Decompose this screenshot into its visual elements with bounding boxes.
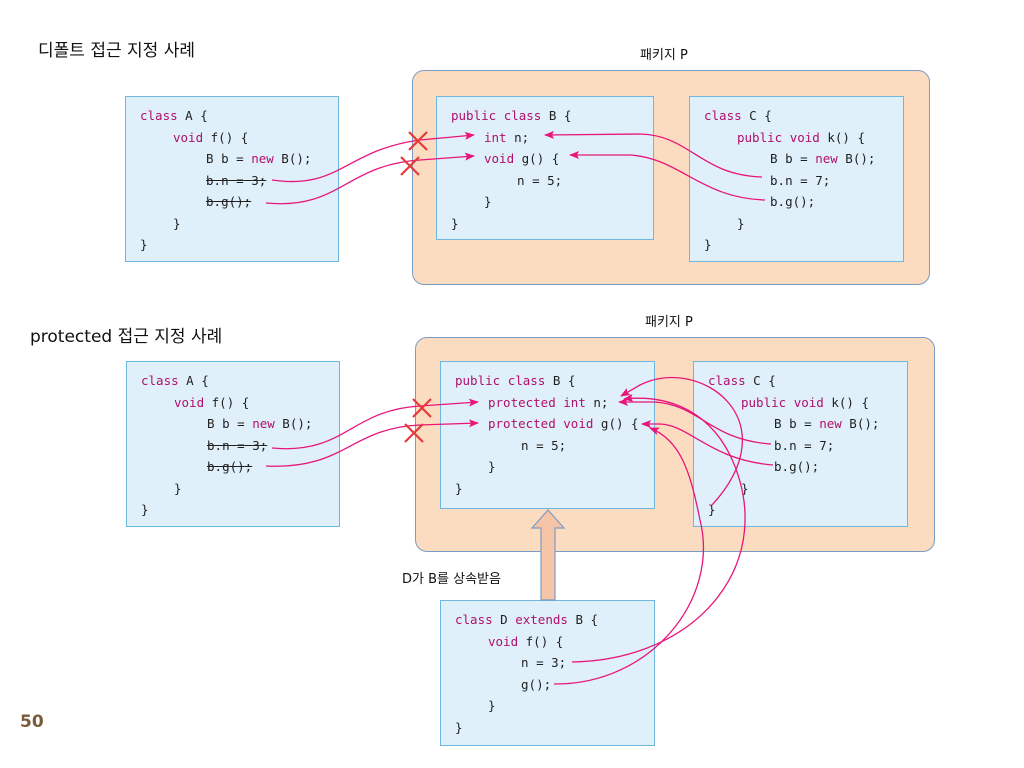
code-line: protected void g() { bbox=[488, 416, 639, 431]
d2-class-a-box: class A { void f() { B b = new B(); b.n = 3… bbox=[126, 361, 340, 527]
code-line: } bbox=[173, 215, 181, 231]
code-line: } bbox=[455, 719, 463, 735]
code-line: b.g(); bbox=[206, 194, 252, 209]
code-line: void f() { bbox=[173, 129, 249, 145]
code-line: } bbox=[141, 502, 149, 517]
d1-class-b-code: public class B { int n; void g() { n = 5;}} bbox=[451, 105, 571, 234]
code-line: public void k() { bbox=[737, 129, 865, 145]
d1-arrow-c-g bbox=[569, 151, 766, 201]
d2-class-c-code: class C { public void k() { B b = new B();… bbox=[708, 370, 879, 521]
d1-class-a-code: class A { void f() { B b = new B(); b.n = 3… bbox=[140, 105, 311, 256]
code-line: B b = new B(); bbox=[774, 416, 880, 431]
code-line: void f() { bbox=[174, 394, 250, 410]
code-line: } bbox=[741, 480, 749, 496]
package-label-bottom: 패키지 P bbox=[645, 315, 693, 330]
d1-cross-n bbox=[408, 131, 428, 151]
d1-cross-g bbox=[400, 156, 420, 176]
code-line: } bbox=[451, 215, 459, 231]
protected-access-title: protected 접근 지정 사례 bbox=[30, 327, 223, 347]
d1-arrow-a-n bbox=[271, 131, 475, 183]
d1-class-c-box: class C { public void k() { B b = new B();… bbox=[689, 96, 904, 262]
d2-class-b-box: public class B { protected int n; protecte… bbox=[440, 361, 655, 509]
code-line: int n; bbox=[484, 129, 530, 145]
code-line: } bbox=[174, 480, 182, 496]
code-line: } bbox=[488, 459, 496, 474]
code-line: b.n = 7; bbox=[774, 437, 835, 453]
code-line: } bbox=[484, 194, 492, 209]
default-access-title: 디폴트 접근 지정 사례 bbox=[38, 41, 195, 61]
code-line: } bbox=[140, 237, 148, 252]
code-line: n = 3; bbox=[521, 655, 567, 670]
code-line: B b = new B(); bbox=[206, 151, 312, 166]
d2-arrow-c-loop bbox=[620, 376, 744, 506]
code-line: void f() { bbox=[488, 633, 564, 649]
package-label-top: 패키지 P bbox=[640, 48, 688, 63]
code-line: n = 5; bbox=[517, 172, 563, 188]
code-line: public class B { bbox=[455, 373, 576, 388]
code-line: b.n = 3; bbox=[206, 172, 267, 188]
code-line: class D extends B { bbox=[455, 612, 599, 627]
code-line: b.n = 7; bbox=[770, 172, 831, 188]
d2-class-d-box: class D extends B { void f() { n = 3; g();}… bbox=[440, 600, 655, 746]
code-line: B b = new B(); bbox=[207, 416, 313, 431]
d2-cross-n bbox=[412, 398, 432, 418]
code-line: } bbox=[488, 698, 496, 713]
code-line: } bbox=[737, 215, 745, 231]
d2-class-a-code: class A { void f() { B b = new B(); b.n = 3… bbox=[141, 370, 312, 521]
code-line: class C { bbox=[704, 108, 772, 123]
code-line: class A { bbox=[141, 373, 209, 388]
d2-arrow-d-g bbox=[553, 427, 705, 685]
code-line: b.n = 3; bbox=[207, 437, 268, 453]
code-line: g(); bbox=[521, 676, 552, 692]
d1-class-a-box: class A { void f() { B b = new B(); b.n = 3… bbox=[125, 96, 339, 262]
code-line: public class B { bbox=[451, 108, 572, 123]
code-line: b.g(); bbox=[770, 194, 816, 209]
code-line: class C { bbox=[708, 373, 776, 388]
d2-cross-g bbox=[404, 423, 424, 443]
code-line: public void k() { bbox=[741, 394, 869, 410]
d2-arrow-a-n bbox=[271, 398, 479, 450]
code-line: void g() { bbox=[484, 151, 560, 166]
code-line: protected int n; bbox=[488, 394, 609, 410]
d1-arrow-c-n bbox=[544, 130, 763, 178]
code-line: class A { bbox=[140, 108, 208, 123]
d1-class-c-code: class C { public void k() { B b = new B();… bbox=[704, 105, 875, 256]
d2-class-c-box: class C { public void k() { B b = new B();… bbox=[693, 361, 908, 527]
d2-arrow-d-n bbox=[571, 394, 746, 663]
code-line: } bbox=[708, 502, 716, 517]
code-line: b.g(); bbox=[774, 459, 820, 474]
code-line: } bbox=[455, 480, 463, 496]
d2-class-d-code: class D extends B { void f() { n = 3; g();}… bbox=[455, 609, 598, 738]
d2-class-b-code: public class B { protected int n; protecte… bbox=[455, 370, 639, 499]
page-number: 50 bbox=[20, 712, 44, 732]
inherit-arrow bbox=[530, 509, 566, 601]
d1-arrow-a-g bbox=[265, 152, 475, 205]
code-line: n = 5; bbox=[521, 437, 567, 453]
inherit-label: D가 B를 상속받음 bbox=[402, 572, 501, 587]
code-line: } bbox=[704, 237, 712, 252]
d2-arrow-a-g bbox=[265, 419, 479, 467]
d2-arrow-c-g bbox=[641, 420, 774, 466]
code-line: B b = new B(); bbox=[770, 151, 876, 166]
d1-class-b-box: public class B { int n; void g() { n = 5;}} bbox=[436, 96, 654, 240]
code-line: b.g(); bbox=[207, 459, 253, 474]
